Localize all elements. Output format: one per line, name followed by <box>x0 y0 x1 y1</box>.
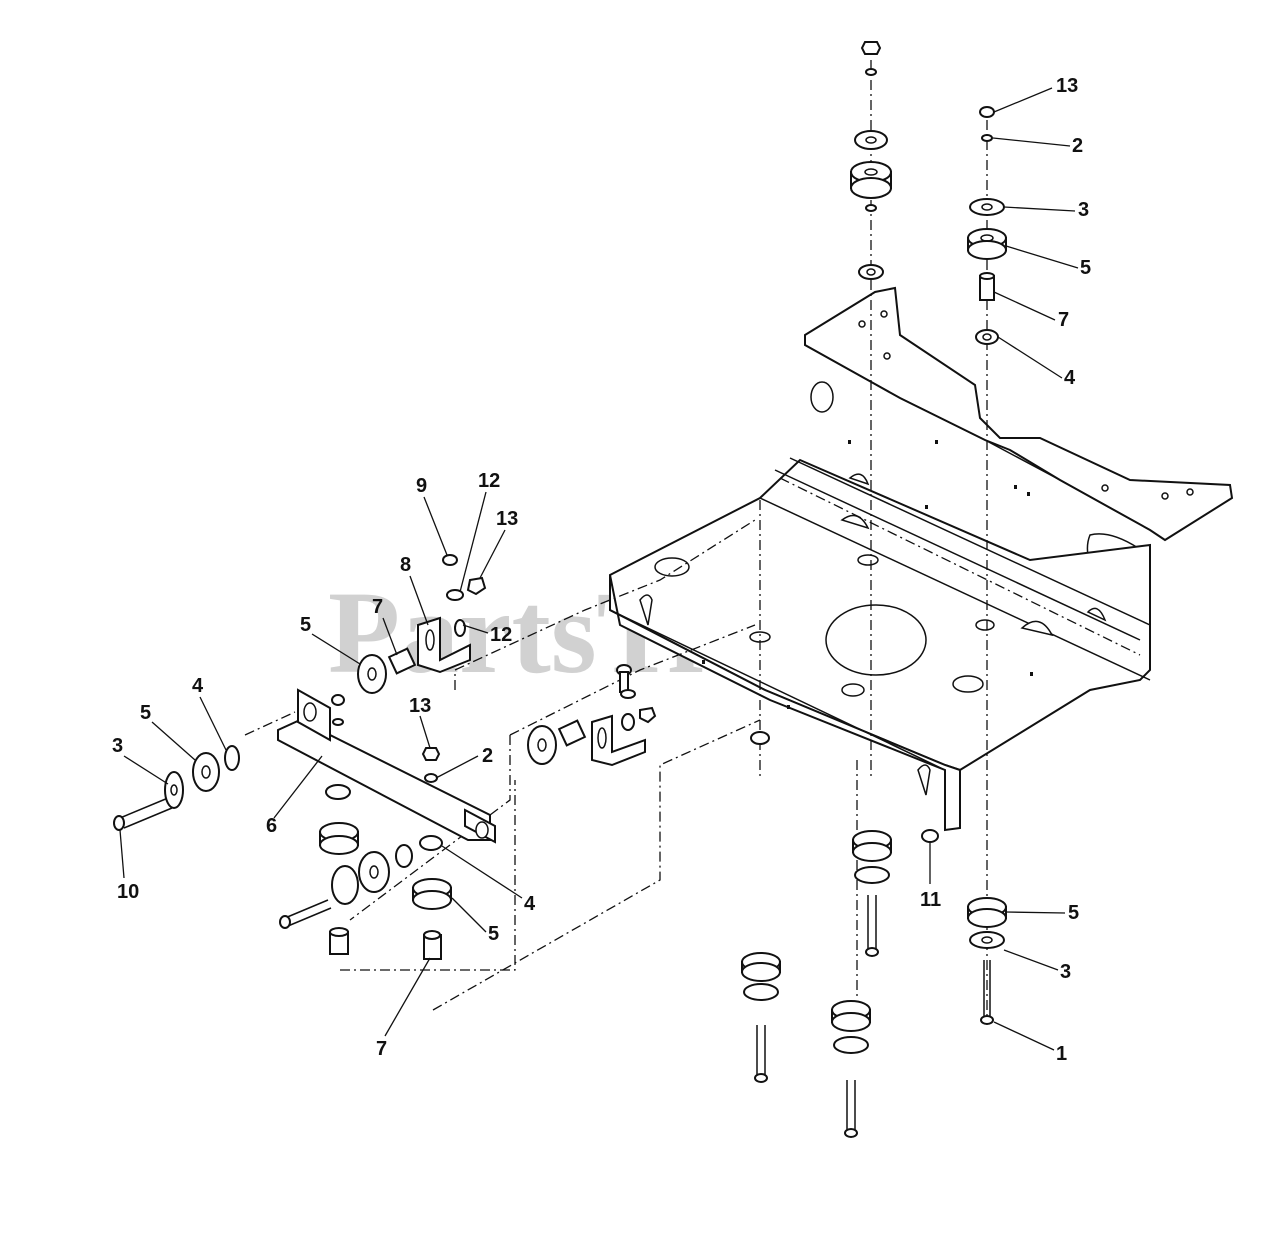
callout-c22: 5 <box>451 897 499 945</box>
callout-c6: 4 <box>997 336 1076 389</box>
callout-number: 13 <box>496 508 518 530</box>
callout-c19: 6 <box>266 755 323 837</box>
callout-c5: 7 <box>993 291 1069 331</box>
callout-number: 5 <box>140 702 151 724</box>
callout-leader <box>423 496 448 556</box>
callout-number: 8 <box>400 554 411 576</box>
hardware <box>113 41 1007 1138</box>
callout-number: 3 <box>112 735 123 757</box>
callout-leader <box>993 291 1056 321</box>
callout-leader <box>384 957 431 1037</box>
callout-c3: 3 <box>1003 199 1089 221</box>
callout-c1: 13 <box>993 75 1078 113</box>
callout-leader <box>1003 949 1059 971</box>
callout-c18: 2 <box>435 745 493 779</box>
callout-leader <box>997 336 1063 379</box>
bracket-6 <box>277 688 496 844</box>
callout-c10: 8 <box>400 554 429 626</box>
callout-c16: 3 <box>112 735 169 785</box>
frame-plate <box>609 286 1234 832</box>
callout-leader <box>1003 206 1076 212</box>
callout-leader <box>993 87 1053 113</box>
callout-c27: 1 <box>993 1021 1067 1065</box>
callout-c13: 12 <box>462 624 512 646</box>
callout-c26: 3 <box>1003 949 1071 983</box>
callout-leader <box>409 575 429 626</box>
bracket-8 <box>417 616 471 674</box>
callout-leader <box>993 1021 1055 1051</box>
callout-c8: 12 <box>459 470 500 593</box>
callout-number: 12 <box>490 624 512 646</box>
callout-number: 5 <box>300 614 311 636</box>
callout-c2: 2 <box>992 135 1083 157</box>
callout-leader <box>451 897 487 933</box>
callout-number: 9 <box>416 475 427 497</box>
callout-number: 5 <box>1068 902 1079 924</box>
callout-number: 13 <box>1056 75 1078 97</box>
bracket-right <box>591 714 646 767</box>
callout-leader <box>479 529 506 579</box>
callout-number: 7 <box>376 1038 387 1060</box>
callout-leader <box>459 491 487 593</box>
callout-c4: 5 <box>1005 245 1091 279</box>
callout-number: 5 <box>488 923 499 945</box>
callout-c7: 9 <box>416 475 448 556</box>
callout-number: 5 <box>1080 257 1091 279</box>
callout-c21: 4 <box>441 845 536 915</box>
callout-number: 12 <box>478 470 500 492</box>
callout-leader <box>435 755 479 779</box>
callout-leader <box>441 845 523 899</box>
callout-number: 2 <box>1072 135 1083 157</box>
callout-leader <box>382 617 398 656</box>
callout-c25: 5 <box>1005 902 1079 924</box>
callout-c20: 10 <box>117 829 139 903</box>
callout-leader <box>273 755 323 819</box>
callout-number: 6 <box>266 815 277 837</box>
callout-leader <box>1005 245 1079 269</box>
callout-number: 13 <box>409 695 431 717</box>
callout-number: 11 <box>920 889 941 911</box>
callout-number: 10 <box>117 881 139 903</box>
callout-number: 3 <box>1078 199 1089 221</box>
callout-leader <box>119 829 125 879</box>
callout-leader <box>419 715 431 749</box>
callout-leader <box>123 755 169 785</box>
callout-c23: 7 <box>376 957 431 1060</box>
callout-number: 4 <box>1064 367 1076 389</box>
callout-c9: 13 <box>479 508 518 579</box>
callout-number: 4 <box>524 893 536 915</box>
callout-number: 7 <box>372 596 383 618</box>
callout-leader <box>311 633 361 665</box>
callout-leader <box>151 721 196 761</box>
callout-leader <box>462 624 489 634</box>
callout-number: 4 <box>192 675 204 697</box>
callout-leader <box>199 696 227 751</box>
callout-c14: 4 <box>192 675 227 751</box>
callout-number: 2 <box>482 745 493 767</box>
callout-c12: 5 <box>300 614 361 665</box>
callout-c17: 13 <box>409 695 431 749</box>
callout-c11: 7 <box>372 596 398 656</box>
callout-number: 1 <box>1056 1043 1067 1065</box>
callout-c24: 11 <box>920 842 941 911</box>
callout-c15: 5 <box>140 702 196 761</box>
callout-leader <box>992 137 1071 147</box>
callout-number: 7 <box>1058 309 1069 331</box>
callout-number: 3 <box>1060 961 1071 983</box>
callout-leader <box>1005 911 1066 914</box>
